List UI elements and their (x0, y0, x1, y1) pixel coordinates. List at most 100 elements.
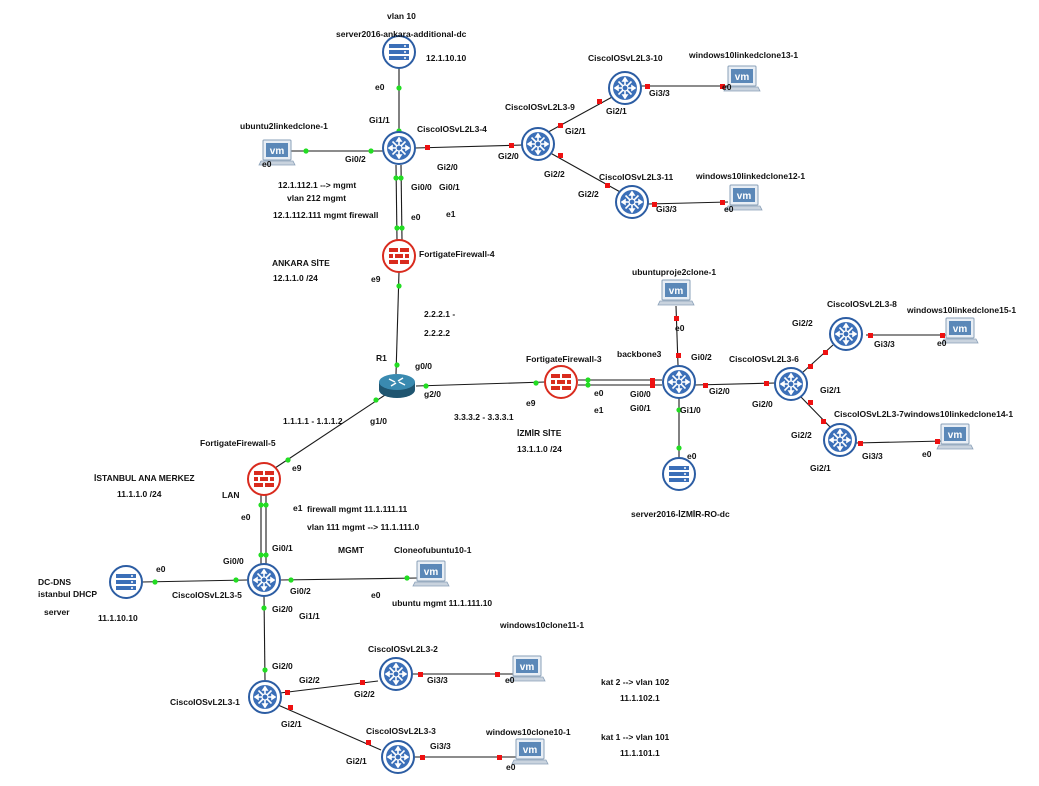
link-sw4-sw9[interactable] (414, 144, 524, 149)
switch-icon[interactable] (247, 563, 281, 597)
annotation-text: 3.3.3.2 - 3.3.3.1 (454, 412, 514, 422)
firewall-icon[interactable] (382, 239, 416, 273)
switch-icon[interactable] (381, 740, 415, 774)
switch-icon[interactable] (774, 367, 808, 401)
node-label: FortigateFirewall-3 (526, 354, 602, 364)
annotation-text: MGMT (338, 545, 365, 555)
port-label: e0 (371, 590, 381, 600)
port-dot (393, 175, 399, 181)
node-label: Cloneofubuntu10-1 (394, 545, 472, 555)
port-dot (396, 283, 402, 289)
port-label: e0 (724, 204, 734, 214)
port-dot (764, 381, 769, 386)
port-dot (398, 175, 404, 181)
link-r1-fw3[interactable] (415, 381, 546, 387)
port-label: e9 (526, 398, 536, 408)
annotation-text: ubuntu mgmt 11.1.111.10 (392, 598, 492, 608)
port-dot (152, 579, 158, 585)
node-label: CiscoIOSvL2L3-2 (368, 644, 438, 654)
node-labels-layer: server2016-ankara-additional-dc ubuntu2l… (38, 29, 1016, 737)
server-icon[interactable] (109, 565, 143, 599)
port-dot (258, 502, 264, 508)
switch-icon[interactable] (521, 127, 555, 161)
port-label: e0 (937, 338, 947, 348)
link-r1-fw5[interactable] (271, 394, 386, 471)
port-dot (808, 400, 813, 405)
vm-icon[interactable] (936, 423, 974, 450)
link-bb3-sw6[interactable] (694, 382, 777, 386)
port-dot (858, 441, 863, 446)
server-icon[interactable] (382, 35, 416, 69)
port-dot (533, 380, 539, 386)
link-sw9-sw10[interactable] (540, 89, 626, 137)
port-label: e0 (687, 451, 697, 461)
port-label: e0 (722, 82, 732, 92)
port-label: Gi0/0 (223, 556, 244, 566)
node-label: CiscoIOSvL2L3-9 (505, 102, 575, 112)
firewall-icon[interactable] (544, 365, 578, 399)
port-dot (645, 84, 650, 89)
node-label: CiscoIOSvL2L3-5 (172, 590, 242, 600)
link-sw11-win12[interactable] (647, 201, 729, 205)
switch-icon[interactable] (379, 657, 413, 691)
switch-icon[interactable] (615, 185, 649, 219)
port-dot (360, 680, 365, 685)
vm-icon[interactable] (657, 279, 695, 306)
port-dot (420, 755, 425, 760)
switch-icon[interactable] (829, 317, 863, 351)
link-sw7-win14[interactable] (855, 440, 945, 444)
node-label: CiscoIOSvL2L3-7 (834, 409, 904, 419)
switch-icon[interactable] (662, 365, 696, 399)
port-label: e1 (446, 209, 456, 219)
server-icon[interactable] (662, 457, 696, 491)
annotation-text: vlan 10 (387, 11, 416, 21)
link-sw6-sw7[interactable] (799, 395, 834, 431)
port-dot (396, 85, 402, 91)
vm-icon[interactable] (511, 738, 549, 765)
link-fw4-r1[interactable] (395, 271, 400, 375)
firewall-icon[interactable] (247, 462, 281, 496)
node-label: windows10linkedclone15-1 (906, 305, 1016, 315)
vm-icon[interactable] (412, 560, 450, 587)
port-label: Gi2/1 (565, 126, 586, 136)
router-icon[interactable] (378, 373, 416, 399)
port-label: Gi2/2 (354, 689, 375, 699)
port-dot (258, 552, 264, 558)
vm-icon[interactable] (941, 317, 979, 344)
switch-icon[interactable] (608, 71, 642, 105)
port-dot (676, 445, 682, 451)
port-label: e0 (262, 159, 272, 169)
switch-icon[interactable] (248, 680, 282, 714)
port-label: e0 (675, 323, 685, 333)
link-sw5-cloneub[interactable] (279, 577, 419, 581)
port-label: Gi3/3 (656, 204, 677, 214)
link-dcdns-sw5[interactable] (141, 579, 248, 583)
switch-icon[interactable] (382, 131, 416, 165)
annotation-text: 11.1.10.10 (98, 613, 138, 623)
annotation-text: server (44, 607, 70, 617)
port-label: Gi2/1 (820, 385, 841, 395)
switch-icon[interactable] (823, 423, 857, 457)
port-label: Gi2/1 (606, 106, 627, 116)
node-label: DC-DNS (38, 577, 71, 587)
annotation-text: vlan 111 mgmt --> 11.1.111.0 (307, 522, 420, 532)
port-label: Gi2/0 (437, 162, 458, 172)
annotation-text: vlan 212 mgmt (287, 193, 346, 203)
port-label: e0 (241, 512, 251, 522)
port-dot (497, 755, 502, 760)
port-label: Gi2/2 (578, 189, 599, 199)
port-label: Gi1/1 (299, 611, 320, 621)
port-dot (233, 577, 239, 583)
port-dot (288, 577, 294, 583)
link-sw6-sw8[interactable] (801, 344, 834, 374)
port-dot (418, 672, 423, 677)
annotation-text: 11.1.102.1 (620, 693, 660, 703)
annotation-text: istanbul DHCP (38, 589, 97, 599)
port-label: Gi3/3 (649, 88, 670, 98)
port-label: e0 (411, 212, 421, 222)
annotation-text: 12.1.1.0 /24 (273, 273, 318, 283)
link-sw1-sw3[interactable] (277, 704, 382, 751)
port-label: Gi0/2 (345, 154, 366, 164)
port-dot (285, 457, 291, 463)
port-label: Gi2/0 (709, 386, 730, 396)
